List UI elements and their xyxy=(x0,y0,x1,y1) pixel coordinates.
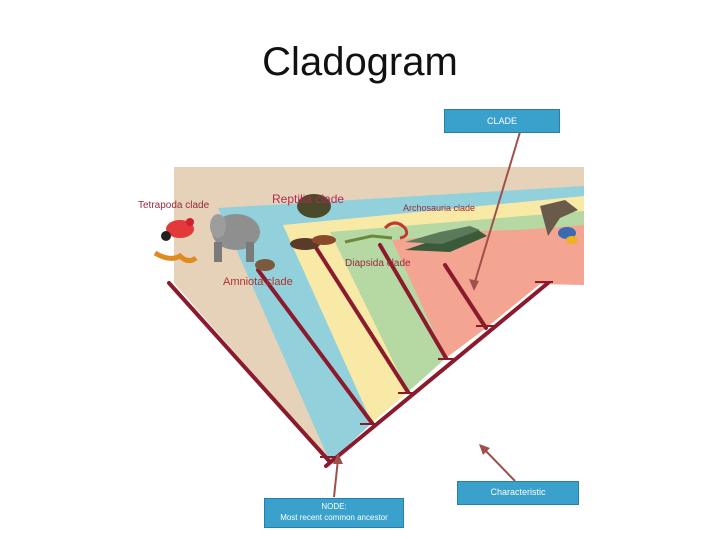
branch-turtle xyxy=(311,241,410,394)
node-arrowhead xyxy=(333,453,343,464)
opossum-icon xyxy=(255,259,275,271)
archosauria-clade-label: Archosauria clade xyxy=(403,203,476,213)
main-trunk xyxy=(324,281,550,468)
turtle-icon xyxy=(290,194,336,250)
tetrapoda-clade-label: Tetrapoda clade xyxy=(138,200,210,211)
characteristic-box: Characteristic xyxy=(457,481,579,505)
clade-arrowhead xyxy=(469,279,479,291)
crocodile-icon xyxy=(405,226,487,252)
elephant-icon xyxy=(210,214,260,262)
band-birds xyxy=(442,228,584,328)
snake-icon xyxy=(383,221,409,240)
frog-icon xyxy=(161,218,194,241)
node-box-subtitle: Most recent common ancestor xyxy=(280,513,388,522)
branch-crocodile xyxy=(443,263,488,330)
salamander-icon xyxy=(153,250,198,264)
clade-arrow xyxy=(473,131,521,286)
node-box: NODE: Most recent common ancestor xyxy=(264,498,404,528)
lizard-icon xyxy=(344,234,393,244)
page-title: Cladogram xyxy=(262,40,458,84)
branch-amphibian xyxy=(167,281,332,464)
bird-icon xyxy=(540,200,578,244)
characteristic-arrow xyxy=(482,447,516,482)
node-arrow xyxy=(333,458,339,498)
reptilia-clade-label: Reptilia clade xyxy=(272,192,345,206)
clade-box: CLADE xyxy=(444,109,560,133)
characteristic-arrowhead xyxy=(479,444,490,455)
branch-mammal xyxy=(256,268,374,425)
branch-lizard xyxy=(378,243,448,360)
diapsida-clade-label: Diapsida clade xyxy=(345,258,411,269)
amniota-clade-label: Amniota clade xyxy=(223,276,293,288)
node-box-title: NODE: xyxy=(321,502,347,511)
